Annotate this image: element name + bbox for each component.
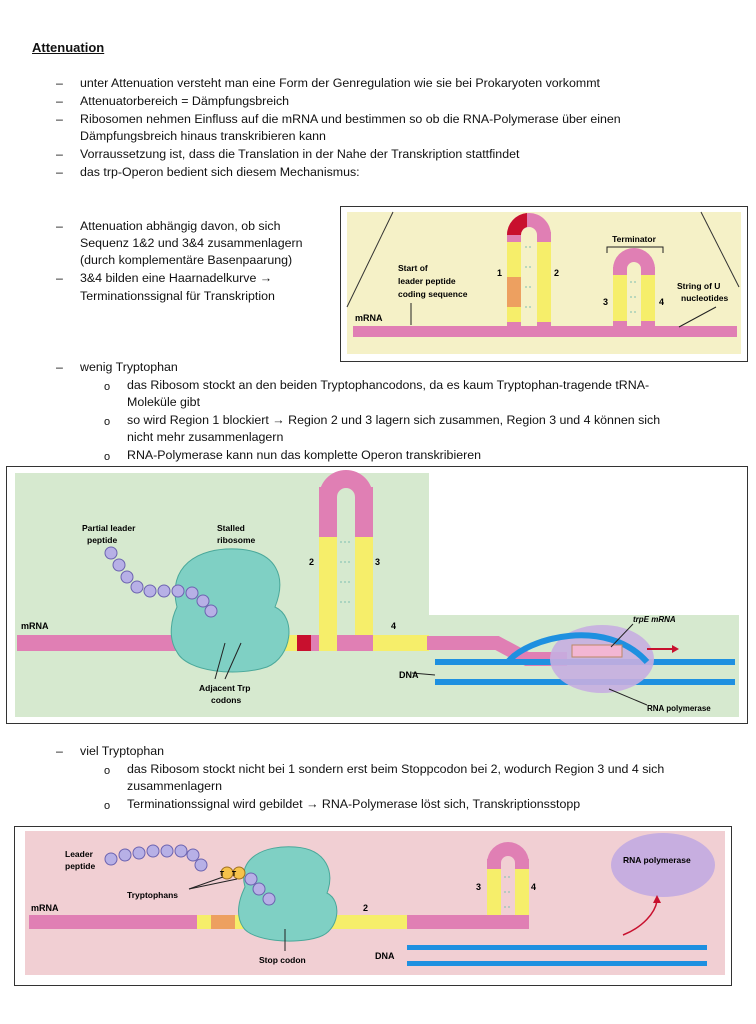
list-item: das trp-Operon bedient sich diesem Mecha…	[80, 165, 360, 179]
sub-bullet: o	[104, 416, 111, 428]
mrna-label: mRNA	[355, 313, 383, 323]
mrna-label: mRNA	[31, 903, 59, 913]
bullet-dash: –	[56, 165, 63, 179]
list-item: RNA-Polymerase kann nun das komplette Op…	[127, 448, 481, 462]
list-item: das Ribosom stockt an den beiden Tryptop…	[127, 378, 650, 392]
list-item: Attenuatorbereich = Dämpfungsbreich	[80, 94, 290, 108]
sub-bullet: o	[104, 765, 111, 777]
tryptophan-t: T	[232, 871, 237, 878]
dna-label: DNA	[399, 670, 419, 680]
attenuator-figure: Terminator Start of leader peptide codin…	[340, 206, 748, 362]
trpe-mrna-label: trpE mRNA	[633, 615, 676, 624]
list-item: Dämpfungsbreich hinaus transkribieren ka…	[80, 129, 326, 143]
bullet-dash: –	[56, 744, 63, 758]
region-2-label: 2	[363, 903, 368, 913]
bullet-dash: –	[56, 94, 63, 108]
region-3-label: 3	[476, 882, 481, 892]
section-heading: viel Tryptophan	[80, 744, 165, 758]
stalled-ribosome-label: Stalled	[217, 523, 245, 533]
bullet-dash: –	[56, 360, 63, 374]
bullet-dash: –	[56, 219, 63, 233]
region-2-label: 2	[309, 557, 314, 567]
adjacent-trp-label: codons	[211, 695, 241, 705]
list-item: so wird Region 1 blockiert → Region 2 un…	[127, 413, 661, 427]
sub-bullet: o	[104, 451, 111, 463]
terminator-label: Terminator	[612, 234, 656, 244]
bullet-dash: –	[56, 112, 63, 126]
sub-bullet: o	[104, 381, 111, 393]
list-item: Terminationssignal für Transkription	[80, 289, 275, 303]
list-item: das Ribosom stockt nicht bei 1 sondern e…	[127, 762, 665, 776]
list-item: Moleküle gibt	[127, 395, 201, 409]
list-item: (durch komplementäre Basenpaarung)	[80, 253, 293, 267]
list-item: 3&4 bilden eine Haarnadelkurve →	[80, 271, 273, 285]
list-item: nicht mehr zusammenlagern	[127, 430, 284, 444]
string-label: String of U	[677, 281, 720, 291]
sub-bullet: o	[104, 800, 111, 812]
list-item: Ribosomen nehmen Einfluss auf die mRNA u…	[80, 112, 621, 126]
bullet-dash: –	[56, 76, 63, 90]
partial-leader-label: peptide	[87, 535, 117, 545]
bullet-dash: –	[56, 271, 63, 285]
page-title: Attenuation	[32, 40, 105, 55]
list-item: Sequenz 1&2 und 3&4 zusammenlagern	[80, 236, 303, 250]
adjacent-trp-label: Adjacent Trp	[199, 683, 250, 693]
string-label: nucleotides	[681, 293, 729, 303]
dna-label: DNA	[375, 951, 395, 961]
leader-peptide-label: Leader	[65, 849, 94, 859]
tryptophans-label: Tryptophans	[127, 890, 178, 900]
region-4-label: 4	[391, 621, 396, 631]
high-trp-figure: T T Leader peptide Tryptophans mRNA 2 3 …	[14, 826, 732, 986]
start-label: Start of	[398, 263, 428, 273]
leader-peptide-label: peptide	[65, 861, 95, 871]
tryptophan-t: T	[220, 871, 225, 878]
rna-polymerase-label: RNA polymerase	[647, 704, 711, 713]
list-item: zusammenlagern	[127, 779, 223, 793]
region-1-label: 1	[497, 268, 502, 278]
stop-codon-label: Stop codon	[259, 955, 306, 965]
rna-polymerase-label: RNA polymerase	[623, 855, 691, 865]
start-label: coding sequence	[398, 289, 468, 299]
low-trp-figure: Partial leader peptide Stalled ribosome …	[6, 466, 748, 724]
list-item: Attenuation abhängig davon, ob sich	[80, 219, 281, 233]
stalled-ribosome-label: ribosome	[217, 535, 256, 545]
partial-leader-label: Partial leader	[82, 523, 136, 533]
list-item: Terminationssignal wird gebildet → RNA-P…	[127, 797, 581, 811]
region-3-label: 3	[375, 557, 380, 567]
region-2-label: 2	[554, 268, 559, 278]
region-3-label: 3	[603, 297, 608, 307]
list-item: Vorraussetzung ist, dass die Translation…	[80, 147, 520, 161]
mrna-label: mRNA	[21, 621, 49, 631]
start-label: leader peptide	[398, 276, 456, 286]
section-heading: wenig Tryptophan	[80, 360, 178, 374]
region-4-label: 4	[531, 882, 536, 892]
region-4-label: 4	[659, 297, 664, 307]
list-item: unter Attenuation versteht man eine Form…	[80, 76, 600, 90]
bullet-dash: –	[56, 147, 63, 161]
